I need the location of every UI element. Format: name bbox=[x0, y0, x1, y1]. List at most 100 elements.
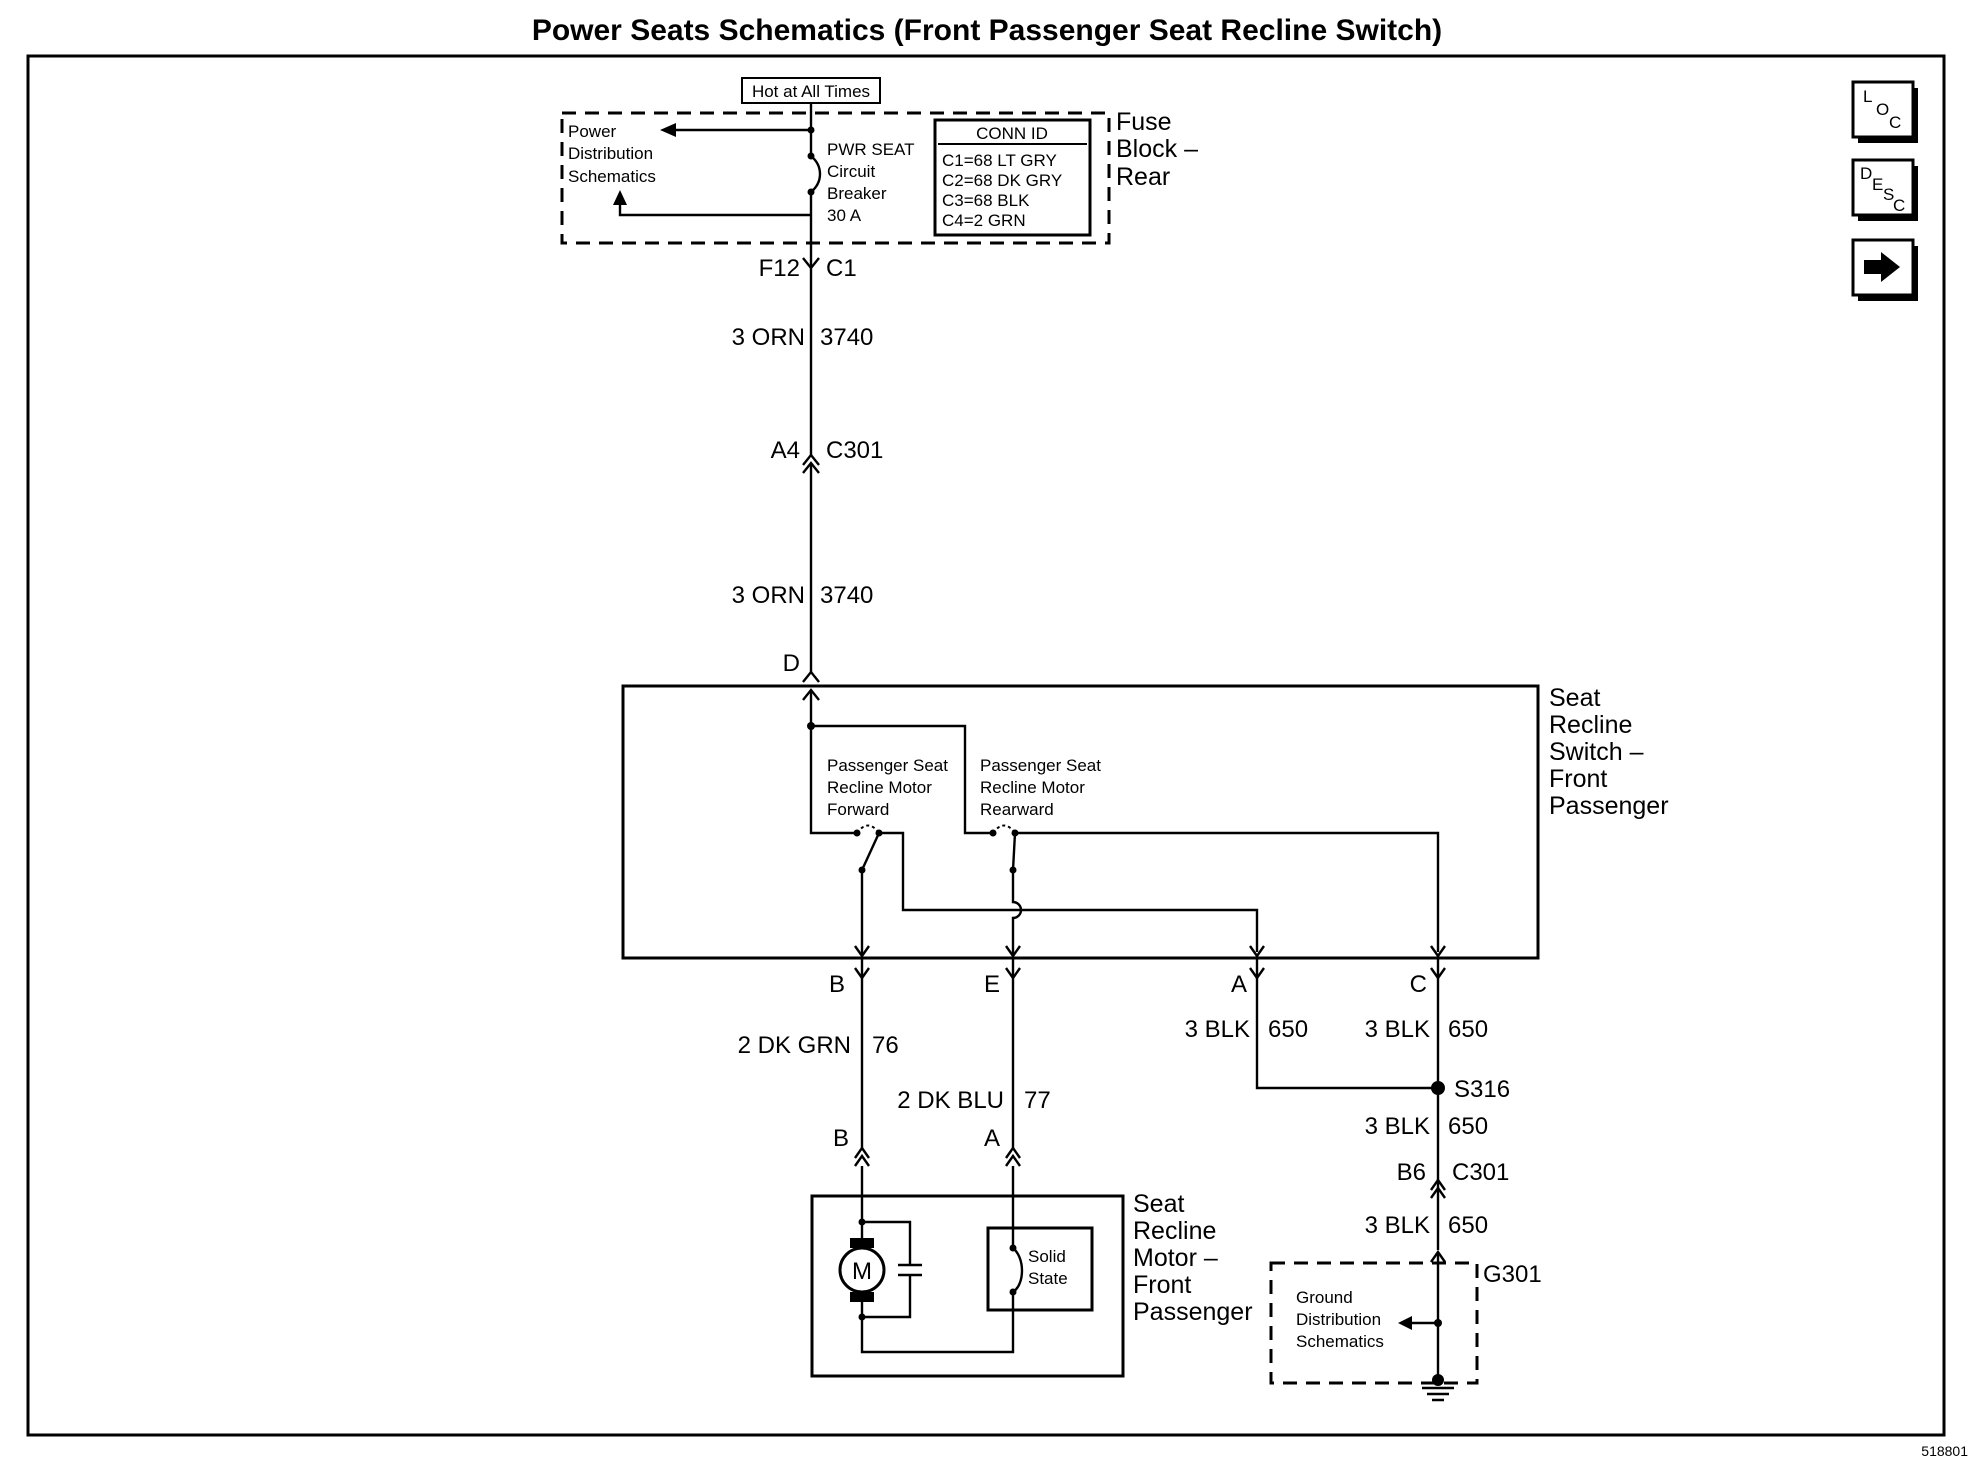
switch-forward-label-1: Passenger Seat bbox=[827, 756, 948, 775]
circuit-breaker-symbol bbox=[809, 130, 822, 235]
fuse-block-outline bbox=[560, 111, 1111, 245]
switch-forward-label-2: Recline Motor bbox=[827, 778, 932, 797]
switch-forward-to-a-wire bbox=[879, 831, 1259, 952]
desc-letter-c: C bbox=[1893, 196, 1905, 215]
power-distribution-label-3: Schematics bbox=[568, 167, 656, 186]
switch-label-5: Passenger bbox=[1549, 792, 1669, 820]
next-button[interactable] bbox=[1851, 238, 1918, 301]
switch-rearward-to-e-wire bbox=[1011, 870, 1023, 955]
motor-brush-top bbox=[850, 1238, 874, 1248]
connector-pin-f12: F12 bbox=[759, 255, 800, 282]
motor-junction-bottom bbox=[858, 1313, 866, 1321]
ground-dist-label-3: Schematics bbox=[1296, 1332, 1384, 1351]
power-distribution-label-1: Power bbox=[568, 122, 617, 141]
ground-dist-label-2: Distribution bbox=[1296, 1310, 1381, 1329]
right-arrow-icon bbox=[1864, 252, 1900, 282]
desc-letter-s: S bbox=[1883, 185, 1894, 204]
breaker-contact-2 bbox=[807, 188, 815, 196]
switch-pin-b: B bbox=[829, 971, 845, 998]
wire-77-gauge: 2 DK BLU bbox=[897, 1087, 1004, 1114]
pin-b-arrow bbox=[854, 945, 870, 959]
wire-650-s-number: 650 bbox=[1448, 1113, 1488, 1140]
motor-pin-a: A bbox=[984, 1125, 1000, 1152]
breaker-label-2: Circuit bbox=[827, 162, 875, 181]
motor-brush-bottom bbox=[850, 1292, 874, 1302]
solid-state-label-2: State bbox=[1028, 1269, 1068, 1288]
wire-650-c-number: 650 bbox=[1448, 1016, 1488, 1043]
switch-label-1: Seat bbox=[1549, 684, 1600, 712]
motor-pin-b: B bbox=[833, 1125, 849, 1152]
ground-distribution-outline bbox=[1269, 1261, 1479, 1385]
switch-rearward-label-2: Recline Motor bbox=[980, 778, 1085, 797]
switch-rearward-to-c-wire bbox=[1015, 831, 1440, 952]
wire-650-c-gauge: 3 BLK bbox=[1365, 1016, 1430, 1043]
solid-state-box bbox=[986, 1226, 1094, 1312]
ground-dist-label-1: Ground bbox=[1296, 1288, 1353, 1307]
motor-label-1: Seat bbox=[1133, 1190, 1184, 1218]
switch-feed-chevron bbox=[802, 688, 820, 701]
wire-77-number: 77 bbox=[1024, 1087, 1051, 1114]
loc-letter-l: L bbox=[1863, 87, 1872, 106]
recline-switch-outline bbox=[621, 684, 1540, 960]
ground-symbol-icon bbox=[1422, 1386, 1454, 1402]
left-arrow-icon bbox=[660, 123, 676, 137]
pin-c-arrow bbox=[1430, 945, 1446, 959]
wire-650-a bbox=[1255, 958, 1438, 1090]
switch-label-2: Recline bbox=[1549, 711, 1632, 739]
connector-name-c301-ground: C301 bbox=[1452, 1159, 1509, 1186]
motor-return-wire bbox=[860, 1292, 1015, 1354]
wire-650-a-number: 650 bbox=[1268, 1016, 1308, 1043]
pin-a-arrow bbox=[1249, 945, 1265, 959]
switch-rearward-label-3: Rearward bbox=[980, 800, 1054, 819]
switch-feed-rearward bbox=[811, 724, 993, 835]
wire-3740-lower-gauge: 3 ORN bbox=[732, 582, 805, 609]
splice-s316 bbox=[1431, 1081, 1445, 1095]
power-distribution-label-2: Distribution bbox=[568, 144, 653, 163]
motor-pin-a-symbol bbox=[1005, 1145, 1021, 1167]
connector-pin-b6: B6 bbox=[1397, 1159, 1426, 1186]
up-arrow-icon bbox=[613, 190, 627, 205]
motor-label-3: Motor – bbox=[1133, 1244, 1218, 1272]
fuse-block-label-1: Fuse bbox=[1116, 108, 1172, 136]
conn-id-table bbox=[933, 118, 1092, 237]
ground-dist-arrow-icon bbox=[1398, 1316, 1412, 1330]
desc-button[interactable]: D E S C bbox=[1851, 158, 1918, 221]
power-dist-return-wire bbox=[618, 200, 811, 217]
wire-650-a-gauge: 3 BLK bbox=[1185, 1016, 1250, 1043]
wire-650-g-gauge: 3 BLK bbox=[1365, 1212, 1430, 1239]
recline-motor-outline bbox=[810, 1194, 1125, 1378]
connector-c301-ground-symbol bbox=[1430, 1177, 1446, 1199]
conn-id-row: C3=68 BLK bbox=[942, 191, 1030, 210]
solid-state-label-1: Solid bbox=[1028, 1247, 1066, 1266]
breaker-label-4: 30 A bbox=[827, 206, 862, 225]
conn-id-header: CONN ID bbox=[976, 124, 1048, 143]
switch-pin-a: A bbox=[1231, 971, 1247, 998]
fuse-block-label-3: Rear bbox=[1116, 163, 1170, 191]
pin-e-arrow bbox=[1005, 945, 1021, 959]
switch-rearward-label-1: Passenger Seat bbox=[980, 756, 1101, 775]
loc-button[interactable]: L O C bbox=[1851, 80, 1918, 143]
desc-letter-d: D bbox=[1860, 164, 1872, 183]
switch-rearward-contact bbox=[989, 829, 997, 837]
fuse-block-label-2: Block – bbox=[1116, 135, 1198, 163]
wire-76-gauge: 2 DK GRN bbox=[738, 1032, 851, 1059]
switch-rearward-blade bbox=[1011, 832, 1017, 871]
switch-pin-e: E bbox=[984, 971, 1000, 998]
motor-symbol-label: M bbox=[852, 1258, 872, 1285]
ground-g301-label: G301 bbox=[1483, 1261, 1542, 1288]
wire-3740-lower-number: 3740 bbox=[820, 582, 873, 609]
motor-label-5: Passenger bbox=[1133, 1298, 1253, 1326]
wire-650-g-number: 650 bbox=[1448, 1212, 1488, 1239]
solid-state-contact-2 bbox=[1009, 1288, 1017, 1296]
wire-76-number: 76 bbox=[872, 1032, 899, 1059]
motor-pin-b-symbol bbox=[854, 1145, 870, 1167]
switch-internal-feed bbox=[809, 692, 857, 835]
wire-650-s-gauge: 3 BLK bbox=[1365, 1113, 1430, 1140]
loc-letter-o: O bbox=[1876, 100, 1889, 119]
wire-3740-upper-number: 3740 bbox=[820, 324, 873, 351]
conn-id-row: C1=68 LT GRY bbox=[942, 151, 1057, 170]
connector-name-c1: C1 bbox=[826, 255, 857, 282]
diagram-frame bbox=[26, 54, 1946, 1437]
breaker-contact-1 bbox=[807, 152, 815, 160]
loc-letter-c: C bbox=[1889, 113, 1901, 132]
